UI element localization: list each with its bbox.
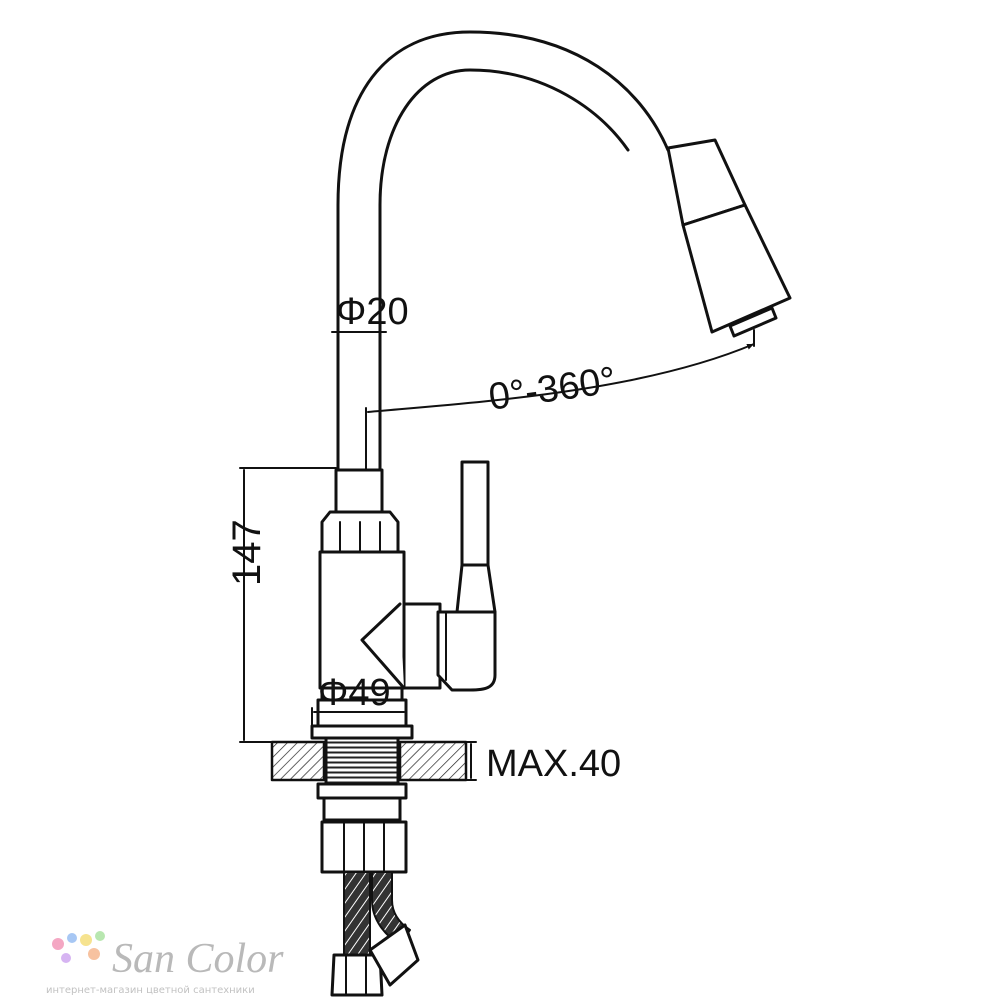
body-diameter-label: Φ49 [318, 672, 391, 714]
rotation-label: 0°-360° [486, 359, 618, 418]
logo-brand-text: San Color [112, 936, 284, 982]
countertop-section [270, 740, 468, 782]
dimension-height [239, 467, 337, 743]
dimension-rotation [365, 329, 755, 471]
logo-dot [95, 931, 105, 941]
logo-tagline: интернет-магазин цветной сантехники [46, 985, 255, 996]
spray-head [666, 138, 792, 338]
logo-dot [88, 948, 100, 960]
spout-collar [320, 468, 400, 554]
dimension-max-thickness [465, 741, 477, 781]
logo-dot [67, 933, 77, 943]
spout-tube [336, 30, 670, 472]
threaded-shank [316, 736, 408, 822]
handle-lever [436, 460, 497, 692]
braided-hoses [330, 871, 420, 997]
logo-dot [52, 938, 64, 950]
spout-diameter-label: Φ20 [336, 291, 409, 333]
logo-dot [61, 953, 71, 963]
watermark-logo: San Color интернет-магазин цветной санте… [46, 931, 284, 996]
logo-dot [80, 934, 92, 946]
dimension-spout-diameter [331, 289, 387, 333]
height-label: 147 [225, 519, 269, 586]
max-thickness-label: MAX.40 [486, 743, 621, 785]
logo-dots-icon [52, 931, 105, 963]
connector-nut [320, 820, 408, 874]
dimension-body-diameter [311, 707, 407, 727]
